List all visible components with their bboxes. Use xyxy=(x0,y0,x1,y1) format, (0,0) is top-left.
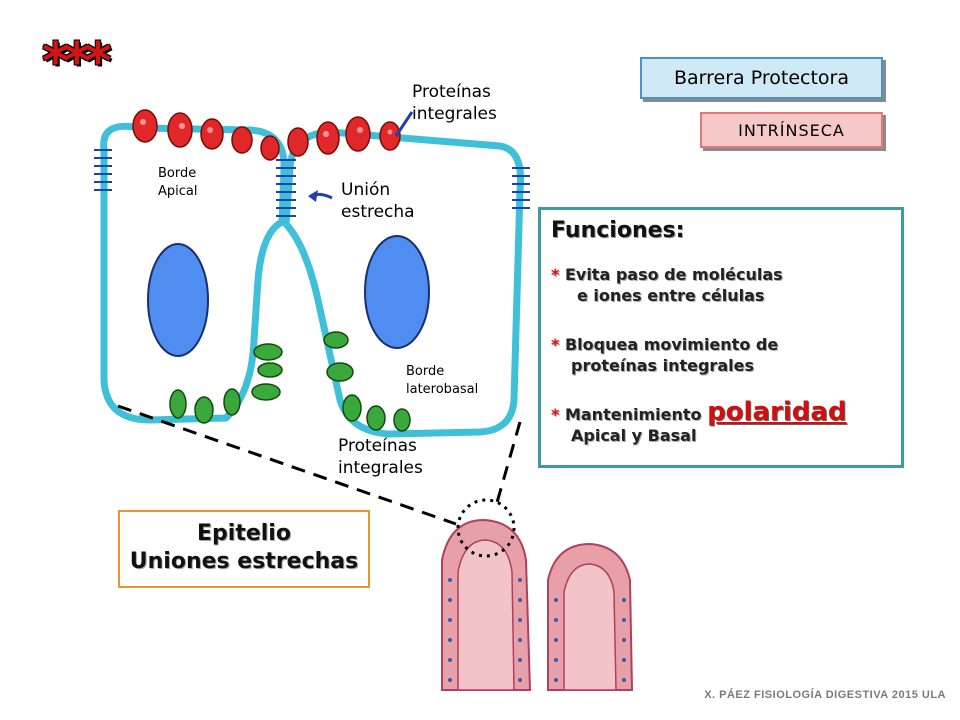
label-proteinas-bottom-line2: integrales xyxy=(338,458,423,478)
label-borde-apical: Borde Apical xyxy=(158,165,197,201)
label-proteinas-bottom-line1: Proteínas xyxy=(338,436,417,456)
epitelio-box: Epitelio Uniones estrechas xyxy=(118,510,370,588)
label-proteinas-bottom: Proteínas integrales xyxy=(338,435,423,479)
zoom-line-left xyxy=(117,404,457,526)
label-borde-apical-line1: Borde xyxy=(158,166,197,181)
label-union-line2: estrecha xyxy=(341,202,415,222)
footer-credit: X. PÁEZ FISIOLOGÍA DIGESTIVA 2015 ULA xyxy=(704,689,946,701)
bullet-star: * xyxy=(551,265,560,284)
label-proteinas-top-line1: Proteínas xyxy=(412,82,491,102)
funcion-item-1: * Evita paso de moléculas e iones entre … xyxy=(551,264,783,306)
label-borde-apical-line2: Apical xyxy=(158,184,198,199)
funcion-1-line2: e iones entre células xyxy=(577,286,765,305)
tight-junction-marks xyxy=(94,149,530,217)
label-borde-laterobasal: Borde laterobasal xyxy=(406,363,478,399)
label-borde-latero-line2: laterobasal xyxy=(406,382,479,397)
label-union-estrecha: Unión estrecha xyxy=(341,179,415,223)
right-nucleus xyxy=(364,235,430,349)
label-borde-latero-line1: Borde xyxy=(406,364,445,379)
funcion-3-prefix: Mantenimiento xyxy=(564,405,702,424)
bullet-star: * xyxy=(551,335,560,354)
epitelio-line2: Uniones estrechas xyxy=(129,549,359,574)
funcion-2-line2: proteínas integrales xyxy=(571,356,754,375)
apical-proteins xyxy=(132,109,401,161)
intrinseca-box: INTRÍNSECA xyxy=(700,112,883,148)
tissue-illustration xyxy=(441,518,634,691)
funcion-item-3: * Mantenimiento polaridad Apical y Basal xyxy=(551,399,847,446)
stars-decoration: *** xyxy=(42,32,112,92)
polaridad-highlight: polaridad xyxy=(707,397,847,427)
funciones-box: Funciones: * Evita paso de moléculas e i… xyxy=(538,207,904,468)
zoom-line-right xyxy=(494,421,522,507)
label-union-line1: Unión xyxy=(341,180,391,200)
funcion-1-line1: Evita paso de moléculas xyxy=(564,265,783,284)
funcion-3-line2: Apical y Basal xyxy=(571,426,697,445)
label-proteinas-top: Proteínas integrales xyxy=(412,81,497,125)
bullet-star: * xyxy=(551,405,560,424)
pointer-proteins-top xyxy=(394,111,414,137)
basal-proteins xyxy=(169,331,411,432)
epitelio-line1: Epitelio xyxy=(197,521,291,546)
left-nucleus xyxy=(147,243,209,357)
funcion-item-2: * Bloquea movimiento de proteínas integr… xyxy=(551,334,778,376)
funcion-2-line1: Bloquea movimiento de xyxy=(564,335,779,354)
funciones-title: Funciones: xyxy=(551,218,685,243)
barrera-protectora-box: Barrera Protectora xyxy=(640,57,883,99)
label-proteinas-top-line2: integrales xyxy=(412,104,497,124)
zoom-circle xyxy=(456,498,516,558)
